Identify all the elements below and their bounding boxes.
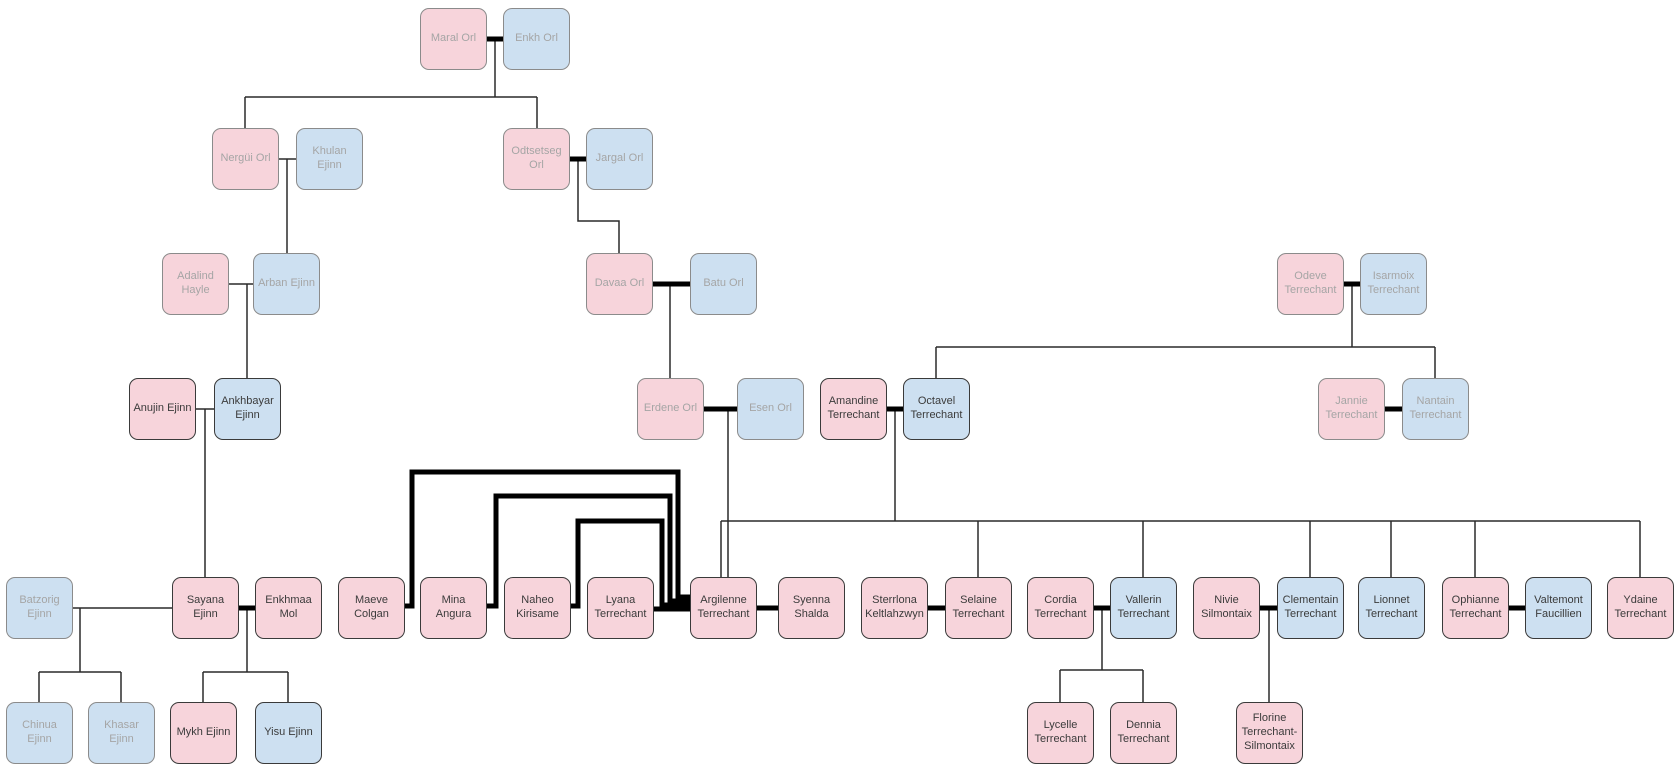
person-name: Mykh Ejinn — [176, 726, 231, 739]
person-name: Enkh Orl — [515, 32, 558, 45]
person-name: Chinua Ejinn — [22, 719, 57, 745]
person-name: Maral Orl — [430, 32, 477, 45]
person-box-arban-ejinn[interactable]: Arban Ejinn — [253, 253, 320, 315]
descent-line-odtsetseg-orl|jargal-orl — [577, 159, 620, 253]
person-box-jargal-orl[interactable]: Jargal Orl — [586, 128, 653, 190]
person-box-octavel-terrechant[interactable]: Octavel Terrechant — [903, 378, 970, 440]
person-box-odeve-terrechant[interactable]: Odeve Terrechant — [1277, 253, 1344, 315]
person-box-cordia-terrechant[interactable]: Cordia Terrechant — [1027, 577, 1094, 639]
person-box-naheo-kirisame[interactable]: Naheo Kirisame — [504, 577, 571, 639]
person-box-odtsetseg-orl[interactable]: Odtsetseg Orl — [503, 128, 570, 190]
person-box-yisu-ejinn[interactable]: Yisu Ejinn — [255, 702, 322, 764]
person-name: Davaa Orl — [594, 277, 645, 290]
person-box-nergui-orl[interactable]: Nergüi Orl — [212, 128, 279, 190]
person-name: Octavel Terrechant — [910, 395, 963, 421]
person-name: Khulan Ejinn — [312, 145, 347, 171]
person-name: Naheo Kirisame — [516, 594, 559, 620]
person-box-ankhbayar-ejinn[interactable]: Ankhbayar Ejinn — [214, 378, 281, 440]
person-name: Clementain Terrechant — [1282, 594, 1339, 620]
person-box-jannie-terrechant[interactable]: Jannie Terrechant — [1318, 378, 1385, 440]
person-box-lycelle-terrechant[interactable]: Lycelle Terrechant — [1027, 702, 1094, 764]
person-box-sterrlona-keltlahzwyn[interactable]: Sterrlona Keltlahzwyn — [861, 577, 928, 639]
person-name: Ydaine Terrechant — [1614, 594, 1667, 620]
person-name: Odeve Terrechant — [1284, 270, 1337, 296]
person-box-isarmoix-terrechant[interactable]: Isarmoix Terrechant — [1360, 253, 1427, 315]
marriage-line-mina-angura|argilenne-terrechant — [487, 493, 690, 609]
person-name: Dennia Terrechant — [1117, 719, 1170, 745]
person-name: Amandine Terrechant — [827, 395, 880, 421]
person-name: Vallerin Terrechant — [1117, 594, 1170, 620]
person-name: Florine Terrechant-Silmontaix — [1241, 712, 1298, 752]
person-box-florine-terrechant-silmontaix[interactable]: Florine Terrechant-Silmontaix — [1236, 702, 1303, 764]
person-name: Anujin Ejinn — [133, 402, 192, 415]
person-name: Jannie Terrechant — [1325, 395, 1378, 421]
person-name: Adalind Hayle — [177, 270, 214, 296]
person-box-esen-orl[interactable]: Esen Orl — [737, 378, 804, 440]
person-box-davaa-orl[interactable]: Davaa Orl — [586, 253, 653, 315]
person-box-erdene-orl[interactable]: Erdene Orl — [637, 378, 704, 440]
person-box-nantain-terrechant[interactable]: Nantain Terrechant — [1402, 378, 1469, 440]
person-box-dennia-terrechant[interactable]: Dennia Terrechant — [1110, 702, 1177, 764]
person-name: Cordia Terrechant — [1034, 594, 1087, 620]
person-name: Sayana Ejinn — [186, 594, 225, 620]
person-name: Batu Orl — [703, 277, 744, 290]
person-box-syenna-shalda[interactable]: Syenna Shalda — [778, 577, 845, 639]
person-name: Lyana Terrechant — [594, 594, 647, 620]
person-box-chinua-ejinn[interactable]: Chinua Ejinn — [6, 702, 73, 764]
person-box-mykh-ejinn[interactable]: Mykh Ejinn — [170, 702, 237, 764]
person-box-nivie-silmontaix[interactable]: Nivie Silmontaix — [1193, 577, 1260, 639]
person-box-anujin-ejinn[interactable]: Anujin Ejinn — [129, 378, 196, 440]
person-box-mina-angura[interactable]: Mina Angura — [420, 577, 487, 639]
person-name: Arban Ejinn — [258, 277, 315, 290]
person-box-batu-orl[interactable]: Batu Orl — [690, 253, 757, 315]
person-name: Maeve Colgan — [354, 594, 389, 620]
person-name: Sterrlona Keltlahzwyn — [865, 594, 924, 620]
person-box-valtemont-faucillien[interactable]: Valtemont Faucillien — [1525, 577, 1592, 639]
marriage-line-maeve-colgan|argilenne-terrechant — [405, 469, 690, 609]
person-box-ydaine-terrechant[interactable]: Ydaine Terrechant — [1607, 577, 1674, 639]
person-box-batzorig-ejinn[interactable]: Batzorig Ejinn — [6, 577, 73, 639]
person-name: Lionnet Terrechant — [1365, 594, 1418, 620]
person-name: Valtemont Faucillien — [1534, 594, 1583, 620]
person-box-sayana-ejinn[interactable]: Sayana Ejinn — [172, 577, 239, 639]
person-box-ophianne-terrechant[interactable]: Ophianne Terrechant — [1442, 577, 1509, 639]
person-name: Syenna Shalda — [792, 594, 831, 620]
person-name: Odtsetseg Orl — [511, 145, 562, 171]
marriage-line-naheo-kirisame|argilenne-terrechant — [571, 518, 690, 609]
person-name: Selaine Terrechant — [952, 594, 1005, 620]
person-name: Isarmoix Terrechant — [1367, 270, 1420, 296]
person-name: Khasar Ejinn — [104, 719, 139, 745]
person-name: Nivie Silmontaix — [1201, 594, 1252, 620]
person-name: Nantain Terrechant — [1409, 395, 1462, 421]
person-box-vallerin-terrechant[interactable]: Vallerin Terrechant — [1110, 577, 1177, 639]
person-box-khulan-ejinn[interactable]: Khulan Ejinn — [296, 128, 363, 190]
person-box-argilenne-terrechant[interactable]: Argilenne Terrechant — [690, 577, 757, 639]
person-name: Ophianne Terrechant — [1449, 594, 1502, 620]
person-name: Ankhbayar Ejinn — [221, 395, 274, 421]
person-name: Mina Angura — [435, 594, 472, 620]
person-box-clementain-terrechant[interactable]: Clementain Terrechant — [1277, 577, 1344, 639]
person-box-selaine-terrechant[interactable]: Selaine Terrechant — [945, 577, 1012, 639]
person-box-lyana-terrechant[interactable]: Lyana Terrechant — [587, 577, 654, 639]
person-box-enkhmaa-mol[interactable]: Enkhmaa Mol — [255, 577, 322, 639]
person-name: Yisu Ejinn — [264, 726, 313, 739]
person-box-maeve-colgan[interactable]: Maeve Colgan — [338, 577, 405, 639]
person-name: Lycelle Terrechant — [1034, 719, 1087, 745]
person-box-maral-orl[interactable]: Maral Orl — [420, 8, 487, 70]
person-box-lionnet-terrechant[interactable]: Lionnet Terrechant — [1358, 577, 1425, 639]
person-name: Jargal Orl — [595, 152, 644, 165]
person-name: Erdene Orl — [643, 402, 698, 415]
person-name: Enkhmaa Mol — [265, 594, 312, 620]
person-box-adalind-hayle[interactable]: Adalind Hayle — [162, 253, 229, 315]
person-name: Nergüi Orl — [220, 152, 271, 165]
person-name: Batzorig Ejinn — [19, 594, 60, 620]
person-box-enkh-orl[interactable]: Enkh Orl — [503, 8, 570, 70]
person-name: Argilenne Terrechant — [697, 594, 750, 620]
person-name: Esen Orl — [749, 402, 792, 415]
person-box-khasar-ejinn[interactable]: Khasar Ejinn — [88, 702, 155, 764]
person-box-amandine-terrechant[interactable]: Amandine Terrechant — [820, 378, 887, 440]
